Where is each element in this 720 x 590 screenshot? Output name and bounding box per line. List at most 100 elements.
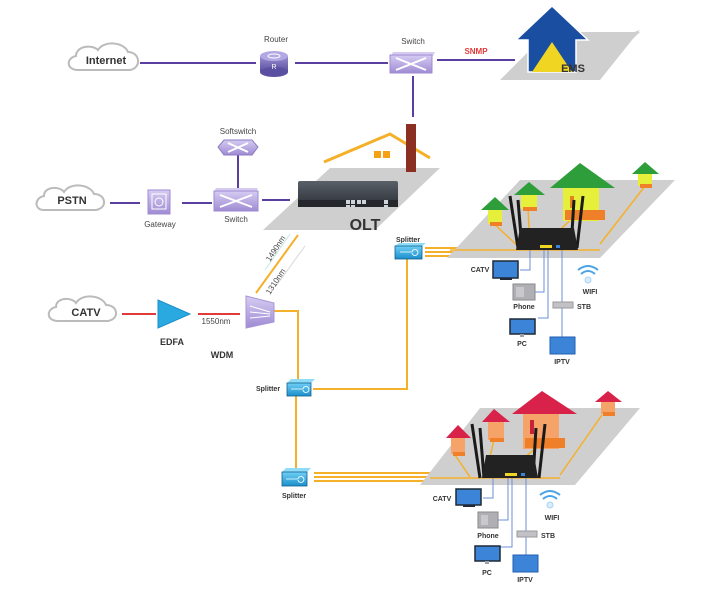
antenna: [575, 195, 585, 249]
router-glyph: R: [271, 64, 276, 71]
endpoint-stb-label: STB: [541, 533, 555, 540]
house-icon: [595, 391, 622, 416]
house-icon: [481, 197, 509, 226]
wavelength-1550-label: 1550nm: [202, 317, 231, 326]
endpoint-pc[interactable]: PC: [474, 545, 501, 577]
house-icon: [512, 391, 577, 449]
cloud-internet[interactable]: Internet: [67, 42, 139, 71]
wan-port: [521, 473, 525, 476]
lan-ports: [505, 473, 517, 476]
antenna: [508, 195, 520, 249]
endpoint-iptv[interactable]: IPTV: [549, 336, 576, 366]
router-arrows-icon: [267, 53, 281, 59]
fiber-olt-wdm: [255, 234, 299, 294]
switch-cross-icon: [219, 194, 253, 208]
endpoint-phone-label: Phone: [513, 304, 534, 311]
softswitch-cross-icon: [227, 142, 249, 153]
ems-label: EMS: [561, 63, 585, 75]
wdm-label: WDM: [211, 350, 234, 360]
endpoint-stb-label: STB: [577, 304, 591, 311]
wifi-icon: [577, 265, 599, 284]
snmp-label: SNMP: [464, 47, 488, 56]
olt-chimney: [406, 124, 416, 172]
house-icon: [446, 425, 471, 456]
router-label: Router: [264, 35, 288, 44]
wdm-lines-icon: [249, 305, 271, 319]
endpoint-phone-label: Phone: [477, 533, 498, 540]
wavelength-guide: [275, 245, 306, 287]
softswitch[interactable]: Softswitch: [217, 127, 259, 156]
gateway-dial-icon: [154, 197, 164, 207]
endpoint-iptv-label: IPTV: [517, 577, 533, 584]
network-links: [110, 59, 515, 204]
cloud-pstn[interactable]: PSTN: [35, 184, 105, 211]
splitter-icon: [286, 476, 305, 483]
wavelength-1490-label: 1490nm: [264, 234, 287, 263]
endpoint-phone[interactable]: Phone: [512, 283, 536, 311]
endpoint-iptv[interactable]: IPTV: [512, 554, 539, 584]
lan-ports: [540, 245, 552, 248]
cloud-catv[interactable]: CATV: [47, 295, 117, 322]
ont-router[interactable]: [508, 195, 585, 250]
endpoint-pc-label: PC: [482, 570, 492, 577]
ems[interactable]: EMS: [500, 4, 640, 80]
splitter-lower-label: Splitter: [282, 493, 306, 500]
wdm[interactable]: WDM: [211, 295, 275, 360]
switch-mid[interactable]: Switch: [213, 188, 259, 224]
olt-roof-icon: [323, 132, 431, 164]
splitter-upper-label: Splitter: [396, 237, 420, 244]
wavelength-guide: [264, 233, 291, 271]
ems-house-icon: [514, 4, 590, 73]
endpoint-stb[interactable]: STB: [552, 301, 591, 311]
splitter-middle[interactable]: Splitter: [256, 379, 315, 397]
switch-mid-label: Switch: [224, 215, 248, 224]
endpoint-pc-label: PC: [517, 341, 527, 348]
endpoint-pc[interactable]: PC: [509, 318, 536, 348]
endpoint-stb[interactable]: STB: [516, 530, 555, 540]
house-icon: [632, 162, 659, 188]
splitter-middle-label: Splitter: [256, 386, 280, 393]
fiber-wdm-splitter-mid: [274, 310, 299, 383]
premises-upper: CATV Phone PC STB IPTV WIFI: [447, 162, 675, 366]
endpoint-phone[interactable]: Phone: [477, 511, 499, 540]
antenna: [537, 423, 547, 479]
cloud-internet-label: Internet: [86, 55, 127, 67]
endpoint-catv-label: CATV: [433, 496, 452, 503]
premises-lower: CATV Phone PC STB IPTV WIFI: [420, 391, 640, 584]
olt-label: OLT: [350, 217, 381, 234]
splitter-icon: [291, 386, 310, 393]
olt[interactable]: OLT: [263, 124, 440, 234]
endpoint-catv-tv[interactable]: CATV: [433, 488, 482, 507]
antenna: [478, 427, 486, 479]
edfa[interactable]: EDFA: [157, 299, 192, 347]
switch-top-label: Switch: [401, 37, 425, 46]
gateway[interactable]: Gateway: [144, 189, 176, 229]
switch-top[interactable]: Switch: [389, 37, 435, 74]
premises-platform: [447, 180, 675, 258]
splitter-lower[interactable]: Splitter: [281, 468, 311, 500]
wifi-icon: [539, 490, 561, 509]
wan-port: [556, 245, 560, 248]
splitter-icon: [400, 249, 419, 256]
antenna: [470, 423, 482, 479]
endpoint-iptv-label: IPTV: [554, 359, 570, 366]
olt-ports: [346, 200, 388, 207]
cloud-catv-label: CATV: [71, 307, 101, 319]
splitter-upper[interactable]: Splitter: [394, 237, 426, 260]
switch-cross-icon: [395, 57, 427, 71]
fiber-splitter-mid-upper: [313, 252, 408, 390]
wavelength-1310-label: 1310nm: [264, 267, 287, 296]
endpoint-catv-label: CATV: [471, 267, 490, 274]
cloud-pstn-label: PSTN: [57, 195, 86, 207]
edfa-label: EDFA: [160, 337, 185, 347]
house-icon: [482, 409, 510, 442]
softswitch-label: Softswitch: [220, 127, 256, 136]
endpoint-catv-tv[interactable]: CATV: [471, 260, 519, 280]
wifi-label: WIFI: [545, 515, 560, 522]
house-icon: [514, 182, 545, 211]
router[interactable]: Router R: [260, 35, 288, 77]
gateway-label: Gateway: [144, 220, 176, 229]
wifi-label: WIFI: [583, 289, 598, 296]
ont-router[interactable]: [470, 423, 547, 479]
